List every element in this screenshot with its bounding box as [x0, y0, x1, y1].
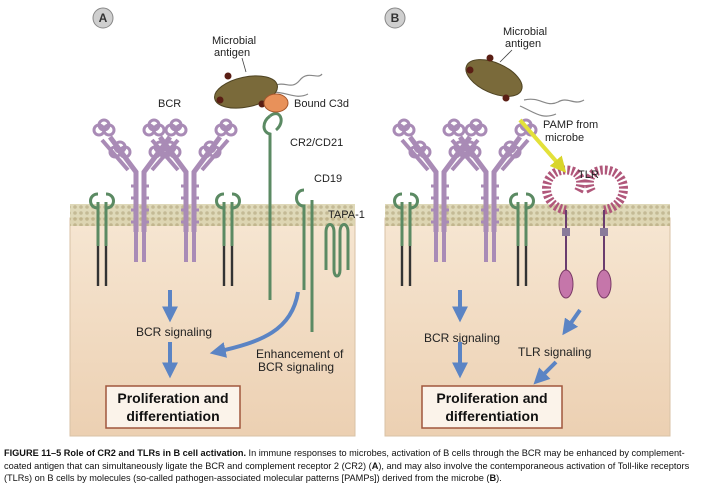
leader-antigen-b — [499, 49, 513, 63]
caption-text-2: ), and may also involve the contemporane… — [4, 460, 690, 484]
label-enhancement-2: BCR signaling — [258, 360, 334, 374]
microbe-a — [214, 75, 278, 109]
microbe-knob-a-2 — [224, 72, 232, 80]
figure-diagram: A Microbial antigen Bound C3d BCR — [69, 7, 671, 437]
tlr-receptor — [542, 165, 628, 299]
microbe-knob-a-1 — [216, 96, 224, 104]
label-microbial-antigen-a-1: Microbial — [212, 35, 256, 47]
bound-c3d-blob — [263, 93, 289, 113]
panel-letter-badge-a — [92, 7, 114, 29]
panel-b: B Microbial antigen PAM — [384, 7, 671, 437]
label-enhancement-1: Enhancement of — [256, 347, 344, 361]
outcome-a-line-2: differentiation — [126, 408, 219, 424]
outcome-a-line-1: Proliferation and — [117, 390, 228, 406]
microbe-flagella-a — [269, 73, 323, 97]
label-pamp-1: PAMP from — [543, 119, 598, 131]
pamp-arrow — [518, 118, 567, 173]
membrane-a — [70, 204, 355, 226]
caption-text-3: ). — [496, 473, 502, 484]
label-bcr-signaling-b: BCR signaling — [424, 331, 500, 345]
microbe-knob-b-1 — [466, 66, 474, 74]
label-microbial-antigen-b-2: antigen — [505, 38, 541, 50]
caption-text-1: In immune responses to microbes, activat… — [4, 448, 685, 471]
microbe-flagella-b — [519, 98, 585, 117]
enhancement-arrow — [209, 291, 300, 358]
outcome-box-b — [421, 385, 563, 429]
tapa-1-loops — [324, 223, 350, 278]
figure-caption: FIGURE 11–5 Role of CR2 and TLRs in B ce… — [4, 447, 712, 485]
label-microbial-antigen-a-2: antigen — [214, 47, 250, 59]
label-tapa-1: TAPA-1 — [328, 209, 365, 221]
cr2-hook — [269, 112, 283, 132]
label-microbial-antigen-b-1: Microbial — [503, 26, 547, 38]
label-bcr-a: BCR — [158, 98, 181, 110]
caption-ref-b: B — [489, 473, 497, 484]
label-pamp-2: microbe — [545, 132, 584, 144]
microbe-knob-b-2 — [486, 54, 494, 62]
outcome-b-line-2: differentiation — [445, 408, 538, 424]
leader-antigen-a — [241, 57, 247, 73]
tlr-proliferation-arrow — [533, 360, 558, 385]
cr2-chain — [262, 114, 272, 300]
caption-title: FIGURE 11–5 Role of CR2 and TLRs in B ce… — [4, 448, 246, 458]
cd19-chain — [295, 188, 314, 290]
label-tlr-signaling: TLR signaling — [518, 345, 591, 359]
label-tlr: TLR — [578, 169, 599, 181]
label-bcr-signaling-a: BCR signaling — [136, 325, 212, 339]
panel-letter-b: B — [391, 11, 400, 25]
label-bound-c3d: Bound C3d — [294, 98, 349, 110]
outcome-box-a — [105, 385, 241, 429]
microbe-knob-b-3 — [502, 94, 510, 102]
panel-a: A Microbial antigen Bound C3d BCR — [69, 7, 365, 437]
caption-ref-a: A — [371, 460, 379, 471]
panel-letter-a: A — [99, 11, 108, 25]
label-cd19: CD19 — [314, 173, 342, 185]
outcome-b-line-1: Proliferation and — [436, 390, 547, 406]
tlr-signaling-arrow — [562, 308, 582, 336]
microbe-b — [465, 59, 523, 97]
label-cr2: CR2/CD21 — [290, 137, 343, 149]
panel-letter-badge-b — [384, 7, 406, 29]
